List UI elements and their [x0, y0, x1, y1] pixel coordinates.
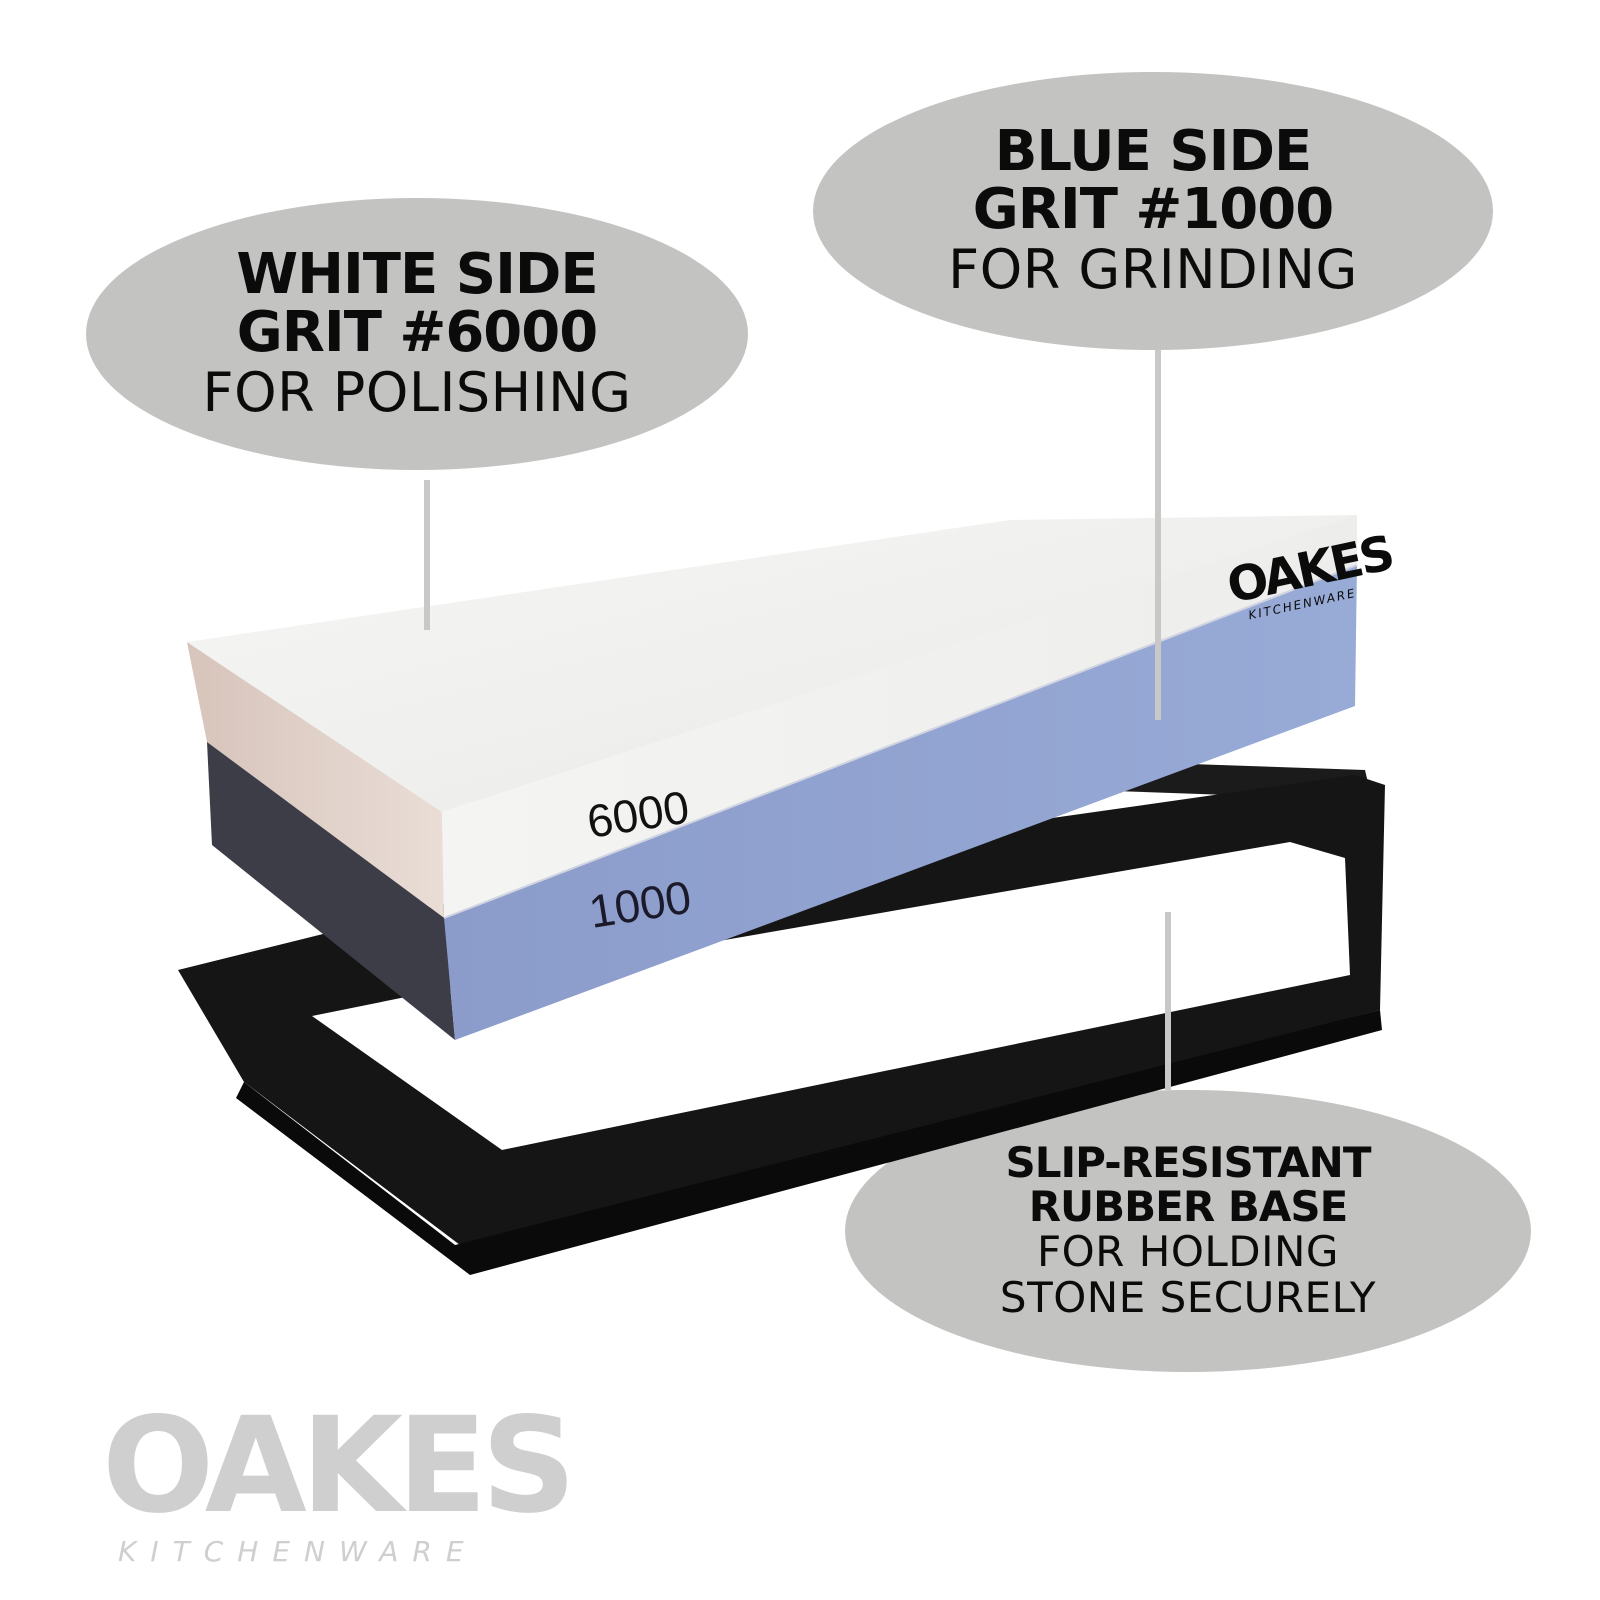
stone-front-blue [444, 565, 1357, 1040]
white-side-callout: WHITE SIDE GRIT #6000 FOR POLISHING [86, 198, 748, 470]
rubber-base-leader-line [1165, 912, 1171, 1090]
blue-side-leader-line [1155, 350, 1161, 720]
rubber-base-opening [312, 842, 1350, 1150]
brand-logo: OAKES [102, 1389, 576, 1543]
blue-side-callout: BLUE SIDE GRIT #1000 FOR GRINDING [813, 72, 1493, 350]
base-purpose-line1: FOR HOLDING [1037, 1226, 1339, 1276]
base-purpose-line2: STONE SECURELY [999, 1273, 1377, 1323]
blue-side-purpose: FOR GRINDING [948, 238, 1358, 302]
blue-side-title: BLUE SIDE [994, 118, 1312, 184]
white-side-title: WHITE SIDE [236, 241, 598, 307]
stone-end-blue [207, 742, 455, 1040]
stone-front-white [442, 515, 1357, 918]
base-title-line1: SLIP-RESISTANT [1005, 1137, 1372, 1187]
white-side-purpose: FOR POLISHING [202, 361, 632, 425]
white-side-leader-line [424, 480, 430, 630]
blue-side-grit: GRIT #1000 [972, 177, 1334, 243]
stone-top-face [187, 515, 1357, 812]
sharpening-stone [187, 515, 1358, 1040]
white-side-grit: GRIT #6000 [236, 300, 598, 366]
brand-logo-subtitle: KITCHENWARE [118, 1535, 478, 1568]
stone-end-white [187, 642, 444, 918]
base-title-line2: RUBBER BASE [1028, 1181, 1349, 1231]
